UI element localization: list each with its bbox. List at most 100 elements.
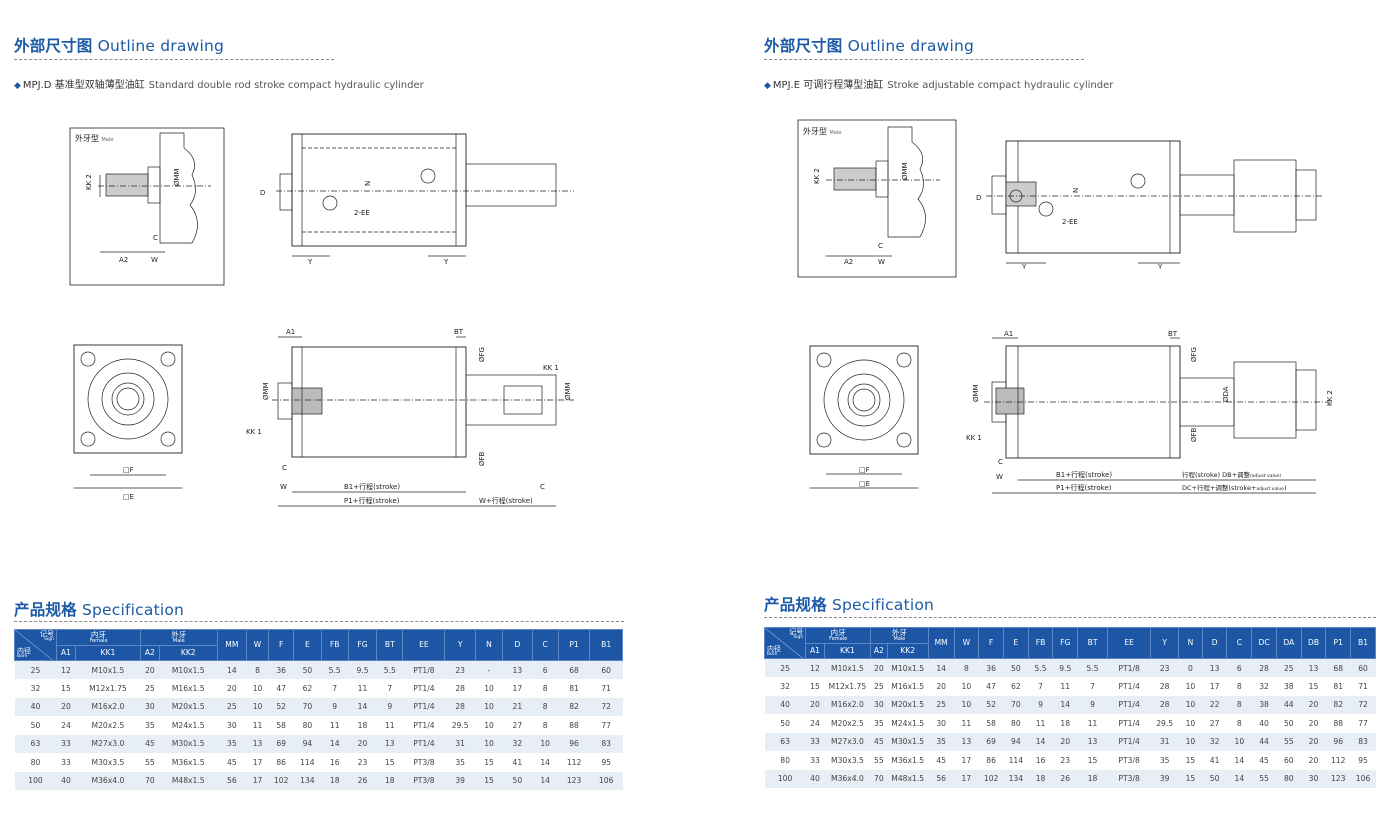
- svg-text:BT: BT: [1168, 330, 1178, 338]
- column-header: FG: [1052, 627, 1079, 659]
- table-cell: 11: [1028, 714, 1053, 733]
- table-cell: 45: [870, 732, 888, 751]
- table-cell: 25: [1276, 658, 1302, 677]
- table-cell: 30: [140, 697, 160, 716]
- column-header: BT: [376, 629, 404, 661]
- outline-drawing: 外牙型 Male KK 2 ØMM A2 W C D N 2-EE Y Y: [14, 0, 624, 524]
- column-header: D: [502, 629, 533, 661]
- column-header: Y: [444, 629, 476, 661]
- column-header: P1: [1325, 627, 1352, 659]
- table-cell: 8: [532, 697, 559, 716]
- table-cell: 70: [1003, 695, 1029, 714]
- spec-title: 产品规格 Specification: [14, 601, 185, 619]
- table-cell: 14: [1052, 695, 1078, 714]
- table-cell: 13: [1077, 732, 1108, 751]
- table-cell: 33: [805, 732, 825, 751]
- table-cell: 5.5: [321, 660, 349, 679]
- svg-text:C: C: [540, 483, 545, 491]
- table-cell: 83: [1350, 732, 1376, 751]
- table-cell: M12x1.75: [75, 679, 141, 698]
- table-cell: 10: [1226, 732, 1252, 751]
- table-cell: 44: [1276, 695, 1302, 714]
- svg-text:Y: Y: [443, 258, 449, 266]
- table-cell: 60: [1276, 751, 1302, 770]
- table-cell: 94: [293, 734, 322, 753]
- table-cell: 8: [1226, 677, 1252, 696]
- male-label: 外牙型 Male: [803, 126, 841, 136]
- table-cell: 30: [217, 716, 247, 735]
- outline-title: 外部尺寸图 Outline drawing: [764, 37, 975, 55]
- column-header: DC: [1251, 627, 1277, 659]
- table-cell: -: [475, 660, 503, 679]
- table-cell: 14: [1226, 769, 1252, 788]
- spec-divider: [14, 621, 624, 622]
- svg-text:□E: □E: [859, 480, 870, 488]
- table-cell: 14: [348, 697, 377, 716]
- svg-text:ØMM: ØMM: [564, 382, 572, 400]
- column-header: DA: [1275, 627, 1302, 659]
- table-cell: 134: [1003, 769, 1029, 788]
- table-cell: 35: [928, 732, 955, 751]
- table-cell: 22: [1202, 695, 1227, 714]
- table-cell: 10: [954, 677, 979, 696]
- svg-text:行程(stroke) DB+调整(adjust value): 行程(stroke) DB+调整(adjust value): [1182, 470, 1281, 479]
- table-cell: M20x2.5: [75, 716, 141, 735]
- table-cell: 13: [376, 734, 403, 753]
- table-cell: 32: [14, 679, 57, 698]
- table-cell: 56: [217, 771, 247, 790]
- table-cell: 7: [321, 679, 349, 698]
- table-cell: 13: [502, 660, 533, 679]
- table-cell: 27: [1202, 714, 1227, 733]
- table-cell: M36x1.5: [887, 751, 929, 770]
- svg-text:W+行程(stroke): W+行程(stroke): [479, 496, 533, 505]
- table-cell: 14: [1226, 751, 1252, 770]
- table-cell: 40: [1251, 714, 1277, 733]
- table-cell: 36: [978, 658, 1004, 677]
- column-header: FG: [347, 629, 378, 661]
- table-cell: 10: [954, 695, 979, 714]
- male-detail-box: [797, 119, 957, 278]
- table-cell: 28: [444, 697, 476, 716]
- table-cell: 18: [376, 771, 403, 790]
- column-header: P1: [557, 629, 591, 661]
- table-cell: 40: [14, 697, 57, 716]
- table-cell: 11: [376, 716, 403, 735]
- svg-text:A1: A1: [286, 328, 295, 336]
- column-header: B1: [1350, 627, 1376, 659]
- column-header: FB: [320, 629, 349, 661]
- column-header: BT: [1077, 627, 1108, 659]
- table-cell: 15: [475, 771, 503, 790]
- diamond-bullet-icon: ◆: [14, 81, 21, 91]
- table-cell: 55: [1276, 732, 1302, 751]
- table-cell: 40: [764, 695, 806, 714]
- table-cell: 50: [14, 716, 57, 735]
- table-cell: 20: [140, 660, 160, 679]
- table-cell: 15: [475, 753, 503, 772]
- table-cell: 15: [1178, 751, 1203, 770]
- table-cell: 13: [1202, 658, 1227, 677]
- table-cell: 20: [217, 679, 247, 698]
- table-cell: 45: [217, 753, 247, 772]
- table-cell: 38: [1251, 695, 1277, 714]
- svg-text:ØMM: ØMM: [901, 162, 909, 180]
- table-cell: 80: [764, 751, 806, 770]
- table-cell: M27x3.0: [75, 734, 141, 753]
- svg-text:N: N: [364, 181, 372, 186]
- table-cell: 10: [475, 697, 503, 716]
- table-cell: 70: [293, 697, 322, 716]
- table-cell: 32: [502, 734, 533, 753]
- table-cell: 17: [954, 769, 979, 788]
- table-cell: 14: [532, 753, 559, 772]
- svg-text:W: W: [996, 473, 1003, 481]
- column-subheader: A2: [139, 645, 160, 661]
- table-cell: 81: [1325, 677, 1351, 696]
- svg-text:A2: A2: [119, 256, 128, 264]
- table-cell: 100: [764, 769, 806, 788]
- table-cell: 83: [589, 734, 623, 753]
